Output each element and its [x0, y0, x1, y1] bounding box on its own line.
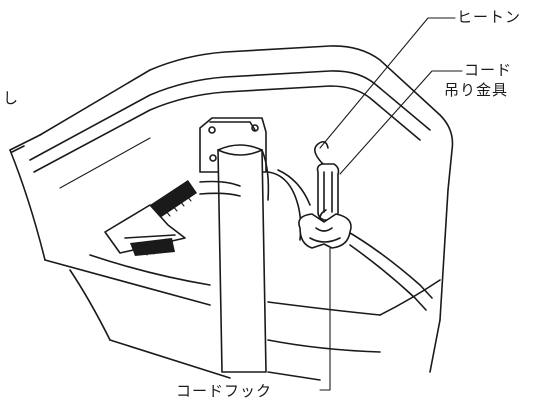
- label-cord-hanger-line1: コード: [464, 61, 513, 79]
- hanging-pipe: [217, 144, 270, 373]
- label-cord-hanger-line2: 吊り金具: [444, 81, 509, 99]
- label-cord-hook: コードフック: [176, 382, 273, 400]
- cord-spring: [104, 180, 241, 256]
- cord-hook: [298, 213, 352, 249]
- label-left-cut: し: [3, 89, 20, 107]
- canopy-body: [9, 45, 454, 381]
- cord-path: [267, 169, 433, 311]
- label-heaton: ヒートン: [457, 8, 522, 26]
- leader-lines: [319, 17, 463, 391]
